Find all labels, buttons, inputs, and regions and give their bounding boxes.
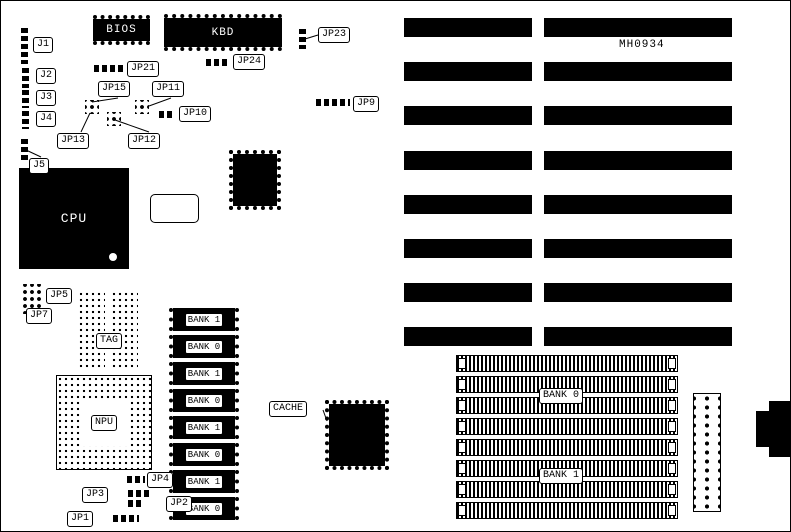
cpu-pin1-marker — [109, 253, 117, 261]
jp21-label: JP21 — [127, 61, 160, 77]
cache-bank-chip: BANK 1 — [169, 470, 239, 493]
jp23-label: JP23 — [318, 27, 351, 43]
jp21-header-pins — [94, 65, 124, 72]
isa-slot-segment — [404, 327, 532, 346]
bios-chip-label: BIOS — [106, 24, 137, 36]
tag-socket-grid — [77, 290, 105, 368]
j4-header-pins — [22, 111, 29, 129]
cache-bank-chip: BANK 0 — [169, 497, 239, 520]
npu-label: NPU — [90, 414, 117, 431]
cache-bank-chip: BANK 1 — [169, 416, 239, 439]
isa-slot-segment — [404, 18, 532, 37]
jp13-label: JP13 — [57, 133, 90, 149]
cache-bank-label: BANK 1 — [184, 366, 224, 381]
cache-bank-label: BANK 1 — [184, 474, 224, 489]
isa-slot-segment — [544, 151, 732, 170]
jp3-header-pins — [128, 490, 150, 497]
keyboard-din-connector-nub — [756, 411, 771, 447]
npu-socket-center: NPU — [80, 399, 128, 446]
j1-label: J1 — [33, 37, 54, 53]
cache-bank-chip: BANK 1 — [169, 362, 239, 385]
cache-label: CACHE — [269, 401, 308, 417]
simm-socket — [456, 439, 678, 456]
jp11-label: JP11 — [152, 81, 185, 97]
power-connector — [693, 393, 721, 512]
jp4-label: JP4 — [147, 472, 174, 488]
cache-bank-label: BANK 0 — [184, 339, 224, 354]
isa-slot-segment — [544, 106, 732, 125]
kbd-chip-label: KBD — [211, 26, 235, 39]
cache-bank-label: BANK 0 — [184, 393, 224, 408]
crystal-oscillator — [150, 194, 199, 223]
cache-sram-chip — [325, 400, 389, 470]
tag-socket-grid — [110, 290, 138, 368]
cpu-chip-label: CPU — [60, 211, 88, 226]
j4-label: J4 — [36, 111, 57, 127]
j2-label: J2 — [36, 68, 57, 84]
jumper-pin-cluster — [135, 100, 149, 114]
isa-slot-segment — [544, 62, 732, 81]
cache-bank-chip: BANK 0 — [169, 389, 239, 412]
isa-slot-segment — [404, 151, 532, 170]
simm-bank1-label: BANK 1 — [539, 468, 584, 484]
jp9-label: JP9 — [353, 96, 380, 112]
keyboard-din-connector — [769, 401, 790, 457]
jp1-header-pins — [113, 515, 139, 522]
jumper-pin-cluster — [85, 100, 99, 114]
simm-bank0-label: BANK 0 — [539, 388, 584, 404]
jp10-label: JP10 — [179, 106, 212, 122]
jp15-label: JP15 — [98, 81, 131, 97]
tag-label: TAG — [96, 333, 123, 349]
cache-bank-label: BANK 0 — [184, 447, 224, 462]
jp1-label: JP1 — [67, 511, 94, 527]
jp10-header-pins — [159, 111, 175, 118]
simm-socket — [456, 502, 678, 519]
j1-header-pins — [21, 28, 28, 64]
jp9-header-pins — [316, 99, 350, 106]
cache-bank-chip: BANK 0 — [169, 335, 239, 358]
jp5-header-pins — [21, 284, 43, 314]
j3-label: J3 — [36, 90, 57, 106]
isa-slot-segment — [544, 195, 732, 214]
isa-slot-segment — [544, 239, 732, 258]
isa-slot-segment — [404, 195, 532, 214]
isa-slot-segment — [544, 327, 732, 346]
jumper-pin-cluster — [107, 112, 121, 126]
jp23-header-pins — [299, 29, 306, 49]
cpu-chip: CPU — [19, 168, 129, 269]
j5-label: J5 — [29, 158, 50, 174]
isa-slot-segment — [404, 283, 532, 302]
simm-socket — [456, 355, 678, 372]
cache-bank-chip: BANK 0 — [169, 443, 239, 466]
jp24-label: JP24 — [233, 54, 266, 70]
jp2-label: JP2 — [166, 496, 193, 512]
jp5-label: JP5 — [46, 288, 73, 304]
isa-slot-segment — [404, 106, 532, 125]
jp3-label: JP3 — [82, 487, 109, 503]
jp2-header-pins — [128, 500, 144, 507]
jp24-header-pins — [206, 59, 230, 66]
cache-bank-chip: BANK 1 — [169, 308, 239, 331]
isa-slot-segment — [404, 239, 532, 258]
jp7-label: JP7 — [26, 308, 53, 324]
chipset-qfp-chip — [229, 150, 281, 210]
jp12-label: JP12 — [128, 133, 161, 149]
part-number: MH0934 — [619, 39, 665, 51]
keyboard-controller-chip: KBD — [164, 14, 282, 51]
bios-rom-chip: BIOS — [93, 15, 150, 45]
j3-header-pins — [22, 90, 29, 108]
j2-header-pins — [22, 68, 29, 88]
simm-socket — [456, 418, 678, 435]
isa-slot-segment — [404, 62, 532, 81]
cache-bank-label: BANK 1 — [184, 312, 224, 327]
jp4-header-pins — [127, 476, 145, 483]
j5-header-pins — [21, 139, 28, 161]
isa-slot-segment — [544, 18, 732, 37]
simm-socket — [456, 397, 678, 414]
isa-slot-segment — [544, 283, 732, 302]
npu-socket: NPU — [56, 375, 152, 470]
cache-bank-label: BANK 1 — [184, 420, 224, 435]
